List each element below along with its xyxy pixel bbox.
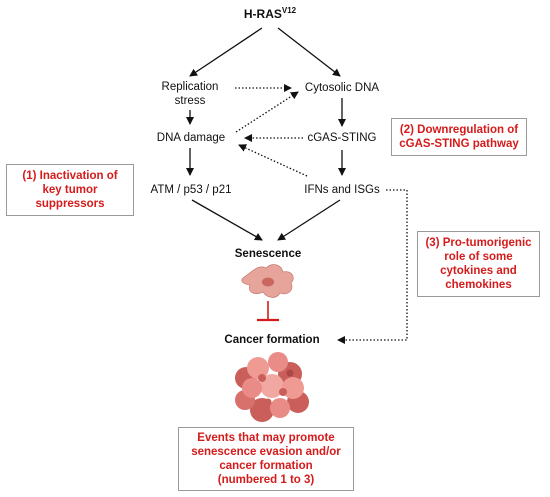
event-box-1-line-2: key tumor: [42, 184, 98, 196]
event-box-2: (2) Downregulation of cGAS-STING pathway: [391, 118, 527, 156]
dotted-arrow-dna-cytosolic: [235, 91, 299, 133]
legend-box: Events that may promote senescence evasi…: [178, 427, 354, 491]
arrow-ifns-senescence: [277, 199, 341, 241]
hras-label: H-RAS: [243, 7, 282, 21]
event-box-3-line-3: cytokines and: [440, 265, 517, 277]
event-box-1-line-3: suppressors: [35, 198, 105, 210]
node-cgas-sting: cGAS-STING: [307, 132, 377, 144]
node-senescence: Senescence: [234, 248, 302, 260]
replication-stress-line-1: Replication: [161, 81, 219, 93]
arrow-hras-replication: [189, 27, 263, 77]
event-box-3-line-2: role of some: [444, 251, 513, 263]
event-box-3-line-1: (3) Pro-tumorigenic: [425, 237, 532, 249]
legend-line-3: cancer formation: [219, 460, 313, 472]
dotted-arrow-ifns-dna: [238, 144, 308, 177]
hras-superscript: V12: [281, 6, 297, 15]
arrow-hras-cytosolic: [277, 27, 341, 77]
replication-stress-line-2: stress: [174, 95, 206, 107]
event-box-2-line-2: cGAS-STING pathway: [399, 138, 519, 150]
node-dna-damage: DNA damage: [156, 132, 226, 144]
legend-line-1: Events that may promote: [197, 432, 335, 444]
event-box-1: (1) Inactivation of key tumor suppressor…: [6, 164, 134, 216]
node-cytosolic-dna: Cytosolic DNA: [304, 82, 380, 94]
node-replication-stress: Replication stress: [150, 80, 230, 108]
node-atm-p53-p21: ATM / p53 / p21: [150, 184, 232, 196]
event-box-3-line-4: chemokines: [445, 279, 512, 291]
legend-line-4: (numbered 1 to 3): [217, 474, 315, 486]
dotted-path-ifns-cancer: [337, 189, 408, 344]
arrow-atm-senescence: [191, 199, 263, 241]
event-box-3: (3) Pro-tumorigenic role of some cytokin…: [417, 231, 540, 297]
event-box-2-line-1: (2) Downregulation of: [399, 124, 519, 136]
node-ifns-isgs: IFNs and ISGs: [304, 184, 380, 196]
tumor-mass-icon: [235, 352, 309, 422]
senescent-cell-icon: [241, 264, 294, 298]
legend-line-2: senescence evasion and/or: [191, 446, 341, 458]
node-hras: H-RASV12: [235, 4, 305, 21]
node-cancer-formation: Cancer formation: [224, 334, 320, 346]
event-box-1-line-1: (1) Inactivation of: [22, 170, 118, 182]
